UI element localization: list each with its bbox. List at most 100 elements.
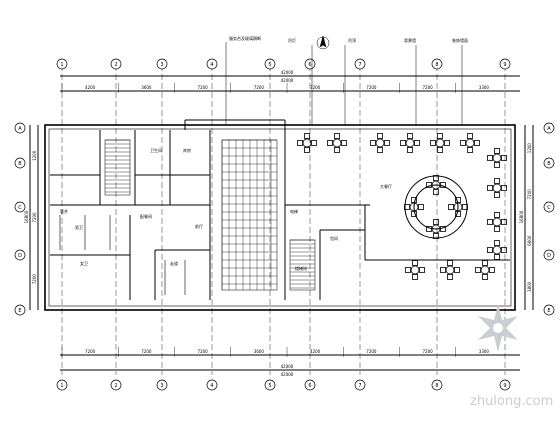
- chair: [400, 140, 406, 146]
- chair: [426, 182, 432, 188]
- chair: [460, 140, 466, 146]
- dimension-total: 42000: [281, 70, 294, 75]
- table: [435, 138, 445, 148]
- stair-left: [104, 139, 131, 196]
- chair: [433, 175, 439, 181]
- round-table-inner: [413, 184, 459, 230]
- chair: [426, 226, 432, 232]
- watermark: zhulong.com: [470, 304, 553, 409]
- chair: [433, 189, 439, 195]
- axis-bubble-label: C: [547, 205, 551, 211]
- dimension-label: 3600: [254, 349, 265, 354]
- chair: [501, 185, 507, 191]
- axis-bubble-label: 6: [308, 383, 311, 389]
- chair: [501, 155, 507, 161]
- dining-table-set: [440, 260, 460, 280]
- axis-bubble-label: E: [18, 308, 21, 314]
- dining-table-set: [487, 240, 507, 260]
- dimension-total: 16800: [24, 210, 29, 223]
- dimension-label: 4200: [85, 85, 96, 90]
- axis-bubble-label: 8: [435, 62, 438, 68]
- axis-bubble-bottom-4: [206, 379, 218, 391]
- axis-bubble-left-B: [14, 157, 26, 169]
- axis-bubble-bottom-7: [354, 379, 366, 391]
- axis-bubble-right-E: [543, 304, 555, 316]
- chair: [304, 133, 310, 139]
- room-label: 管井: [60, 208, 68, 214]
- dimension-label: 3300: [479, 349, 490, 354]
- chair: [462, 204, 468, 210]
- chair: [467, 147, 473, 153]
- axis-bubble-label: 4: [210, 383, 213, 389]
- axis-bubble-label: 7: [358, 383, 361, 389]
- room-label: 电梯: [290, 208, 298, 214]
- room-label: 前厅: [195, 223, 203, 229]
- chair: [494, 178, 500, 184]
- axis-bubble-top-6: [304, 58, 316, 70]
- callout-label: 装饰墙面: [452, 37, 468, 43]
- axis-bubble-left-E: [14, 304, 26, 316]
- dining-table-set: [404, 197, 424, 217]
- chair: [454, 267, 460, 273]
- dimension-label: 7200: [366, 85, 377, 90]
- table: [410, 265, 420, 275]
- dining-table-set: [475, 260, 495, 280]
- outer-wall: [44, 124, 516, 311]
- structure-layer: [29, 75, 534, 371]
- dimension-label: 3600: [141, 85, 152, 90]
- axis-bubble-top-2: [110, 58, 122, 70]
- chair: [494, 162, 500, 168]
- chair: [327, 140, 333, 146]
- dimension-label: 6600: [527, 235, 532, 246]
- chair: [297, 140, 303, 146]
- room-label: 女卫: [80, 260, 88, 266]
- axis-bubble-top-8: [431, 58, 443, 70]
- table: [332, 138, 342, 148]
- axis-bubble-label: C: [18, 205, 22, 211]
- chair: [494, 212, 500, 218]
- chair: [440, 226, 446, 232]
- outer-wall-inner: [48, 128, 512, 307]
- dimension-label: 1800: [527, 281, 532, 292]
- dining-table-set: [297, 133, 317, 153]
- chair: [455, 197, 461, 203]
- chair: [447, 260, 453, 266]
- dimension-label: 3300: [479, 85, 490, 90]
- watermark-logo: [478, 304, 518, 352]
- chair: [475, 267, 481, 273]
- axis-bubble-label: 9: [503, 383, 506, 389]
- chair: [482, 260, 488, 266]
- chair: [437, 133, 443, 139]
- dimension-total: 42000: [281, 364, 294, 369]
- dimension-label: 1200: [527, 143, 532, 154]
- chair: [494, 148, 500, 154]
- axis-bubble-label: 8: [435, 383, 438, 389]
- table: [302, 138, 312, 148]
- axis-bubble-bottom-1: [56, 379, 68, 391]
- table: [492, 183, 502, 193]
- axis-bubble-top-9: [499, 58, 511, 70]
- table: [409, 202, 419, 212]
- table: [375, 138, 385, 148]
- table: [480, 265, 490, 275]
- chair: [467, 133, 473, 139]
- axis-bubble-right-B: [543, 157, 555, 169]
- axis-bubble-label: 5: [268, 62, 271, 68]
- axis-bubble-left-A: [14, 122, 26, 134]
- room-label: 走道: [170, 260, 178, 266]
- axis-bubble-top-3: [156, 58, 168, 70]
- chair: [411, 211, 417, 217]
- dimension-label: 7200: [366, 349, 377, 354]
- axis-bubble-label: 7: [358, 62, 361, 68]
- chair: [430, 140, 436, 146]
- table: [453, 202, 463, 212]
- table: [492, 245, 502, 255]
- chair: [404, 204, 410, 210]
- room-label: 男卫: [75, 225, 83, 230]
- chair: [494, 192, 500, 198]
- chair: [489, 267, 495, 273]
- chair: [407, 133, 413, 139]
- round-table-outer: [404, 175, 468, 239]
- callout-label: 背景墙: [404, 37, 416, 43]
